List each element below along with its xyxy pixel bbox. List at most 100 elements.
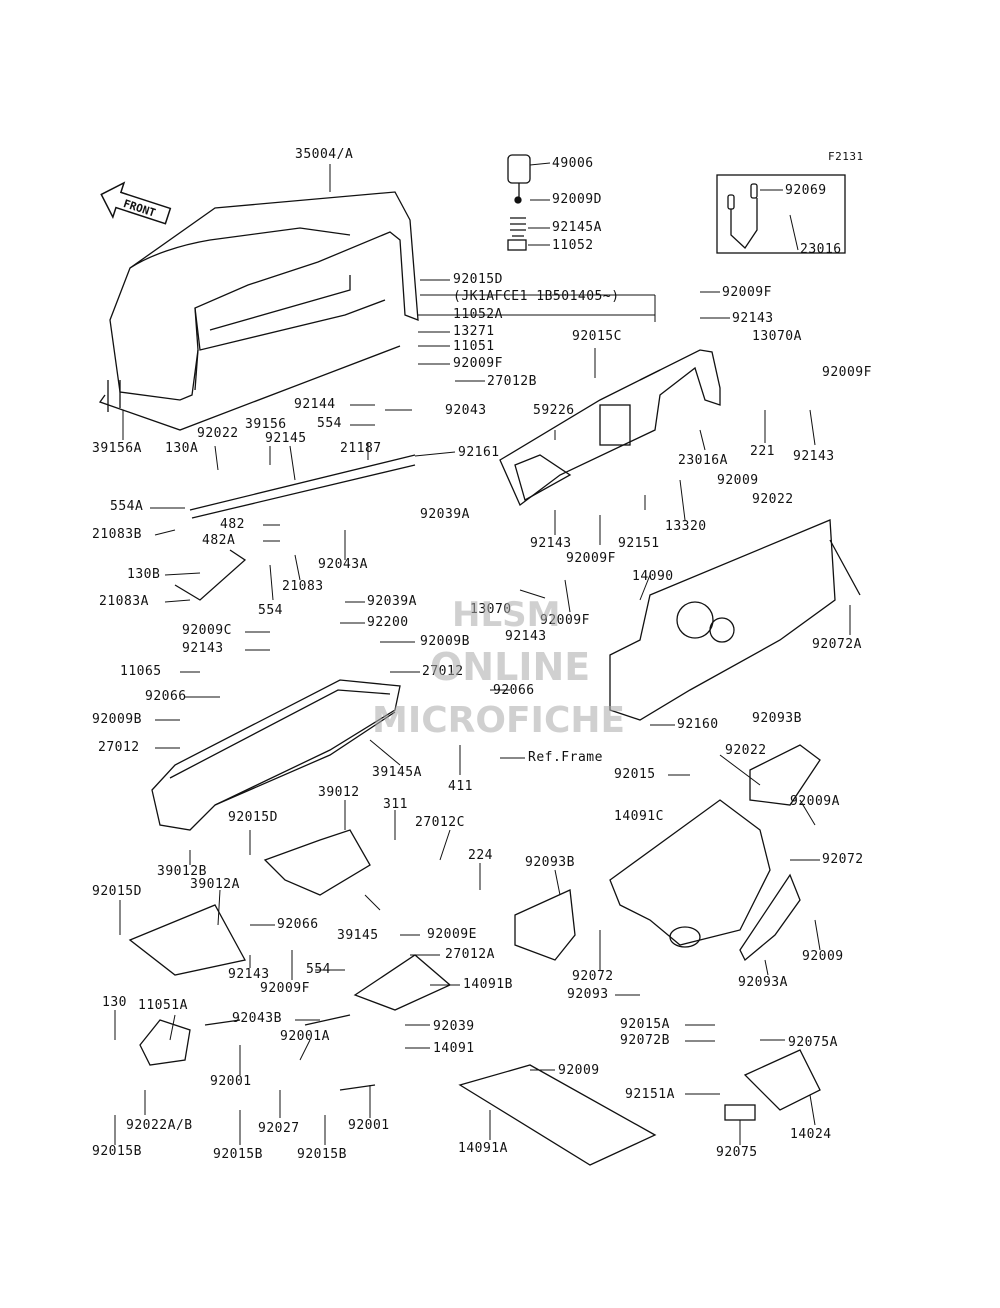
label-59226: 59226 — [533, 403, 575, 418]
label-27012-b: 27012 — [98, 740, 140, 755]
label-92145: 92145 — [265, 431, 307, 446]
lower-tray-part — [609, 799, 771, 948]
label-92143-f: 92143 — [228, 967, 270, 982]
wire-harness-part — [727, 183, 758, 249]
label-92072a: 92072A — [812, 637, 862, 652]
storage-tray-part — [151, 679, 401, 831]
label-92075: 92075 — [716, 1145, 758, 1160]
label-92075a: 92075A — [788, 1035, 838, 1050]
label-21083b: 21083B — [92, 527, 142, 542]
bracket-part — [174, 549, 247, 601]
label-27012: 27012 — [422, 664, 464, 679]
rod-part — [189, 454, 416, 511]
label-92093b-a: 92093B — [752, 711, 802, 726]
label-92022ab: 92022A/B — [126, 1118, 193, 1133]
bracket-a-part — [739, 873, 801, 962]
label-92144: 92144 — [294, 397, 336, 412]
label-35004a: 35004/A — [295, 147, 354, 162]
label-411: 411 — [448, 779, 473, 794]
front-arrow-icon: FRONT — [100, 181, 172, 225]
label-13320: 13320 — [665, 519, 707, 534]
label-92001a: 92001A — [280, 1029, 330, 1044]
watermark-line3: MICROFICHE — [372, 700, 626, 741]
label-92151: 92151 — [618, 536, 660, 551]
label-92022-c: 92022 — [725, 743, 767, 758]
label-92066-c: 92066 — [277, 917, 319, 932]
label-92043b: 92043B — [232, 1011, 282, 1026]
label-482a: 482A — [202, 533, 236, 548]
label-92039a-b: 92039A — [367, 594, 417, 609]
label-130: 130 — [102, 995, 127, 1010]
watermark-line1: HLSM — [452, 595, 561, 635]
label-92009b-b: 92009B — [92, 712, 142, 727]
label-27012c: 27012C — [415, 815, 465, 830]
label-92093: 92093 — [567, 987, 609, 1002]
label-92015b-c: 92015B — [297, 1147, 347, 1162]
label-11052a: 11052A — [453, 307, 503, 322]
label-13070: 13070 — [470, 602, 512, 617]
label-92043a: 92043A — [318, 557, 368, 572]
battery-part — [743, 1049, 821, 1111]
label-39145: 39145 — [337, 928, 379, 943]
bracket-b-part — [749, 744, 821, 806]
label-92009-b: 92009 — [802, 949, 844, 964]
label-39012a: 39012A — [190, 877, 240, 892]
label-92009f-b: 92009F — [722, 285, 772, 300]
label-92009d: 92009D — [552, 192, 602, 207]
label-92009f-d: 92009F — [566, 551, 616, 566]
label-554-a: 554 — [317, 416, 342, 431]
label-92009-a: 92009 — [717, 473, 759, 488]
label-92015b-a: 92015B — [92, 1144, 142, 1159]
label-11065: 11065 — [120, 664, 162, 679]
label-92022-b: 92022 — [752, 492, 794, 507]
label-92093b-b: 92093B — [525, 855, 575, 870]
label-14091a: 14091A — [458, 1141, 508, 1156]
mount-part — [139, 1019, 191, 1066]
leader-lines — [114, 162, 851, 1145]
label-130a: 130A — [165, 441, 199, 456]
label-92143-b: 92143 — [793, 449, 835, 464]
watermark-line2: ONLINE — [430, 645, 591, 689]
label-92022-a: 92022 — [197, 426, 239, 441]
side-panel-part — [499, 349, 721, 507]
label-11051: 11051 — [453, 339, 495, 354]
label-92009f-f: 92009F — [260, 981, 310, 996]
label-92009f-c: 92009F — [822, 365, 872, 380]
label-92009b-a: 92009B — [420, 634, 470, 649]
pad-part — [724, 1104, 756, 1121]
label-14091c: 14091C — [614, 809, 664, 824]
label-11051a: 11051A — [138, 998, 188, 1013]
label-27012a: 27012A — [445, 947, 495, 962]
label-92145a: 92145A — [552, 220, 602, 235]
label-92161: 92161 — [458, 445, 500, 460]
label-92143-d: 92143 — [505, 629, 547, 644]
label-39012b: 39012B — [157, 864, 207, 879]
label-221: 221 — [750, 444, 775, 459]
label-49006: 49006 — [552, 156, 594, 171]
label-92009c: 92009C — [182, 623, 232, 638]
label-92015d-top: 92015D — [453, 272, 503, 287]
label-11052: 11052 — [552, 238, 594, 253]
label-554-c: 554 — [306, 962, 331, 977]
label-92009-c: 92009 — [558, 1063, 600, 1078]
label-92143-c: 92143 — [530, 536, 572, 551]
label-92001-a: 92001 — [210, 1074, 252, 1089]
label-92072: 92072 — [822, 852, 864, 867]
label-92143-e: 92143 — [182, 641, 224, 656]
label-482: 482 — [220, 517, 245, 532]
label-92001-b: 92001 — [348, 1118, 390, 1133]
label-554a: 554A — [110, 499, 144, 514]
label-130b: 130B — [127, 567, 161, 582]
label-14091b: 14091B — [463, 977, 513, 992]
label-92015c: 92015C — [572, 329, 622, 344]
label-92093a: 92093A — [738, 975, 788, 990]
label-92151a: 92151A — [625, 1087, 675, 1102]
bottom-plate-part — [458, 1064, 657, 1166]
label-14091: 14091 — [433, 1041, 475, 1056]
label-92039a-a: 92039A — [420, 507, 470, 522]
label-21083a: 21083A — [99, 594, 149, 609]
label-21187: 21187 — [340, 441, 382, 456]
front-label: FRONT — [122, 197, 158, 220]
